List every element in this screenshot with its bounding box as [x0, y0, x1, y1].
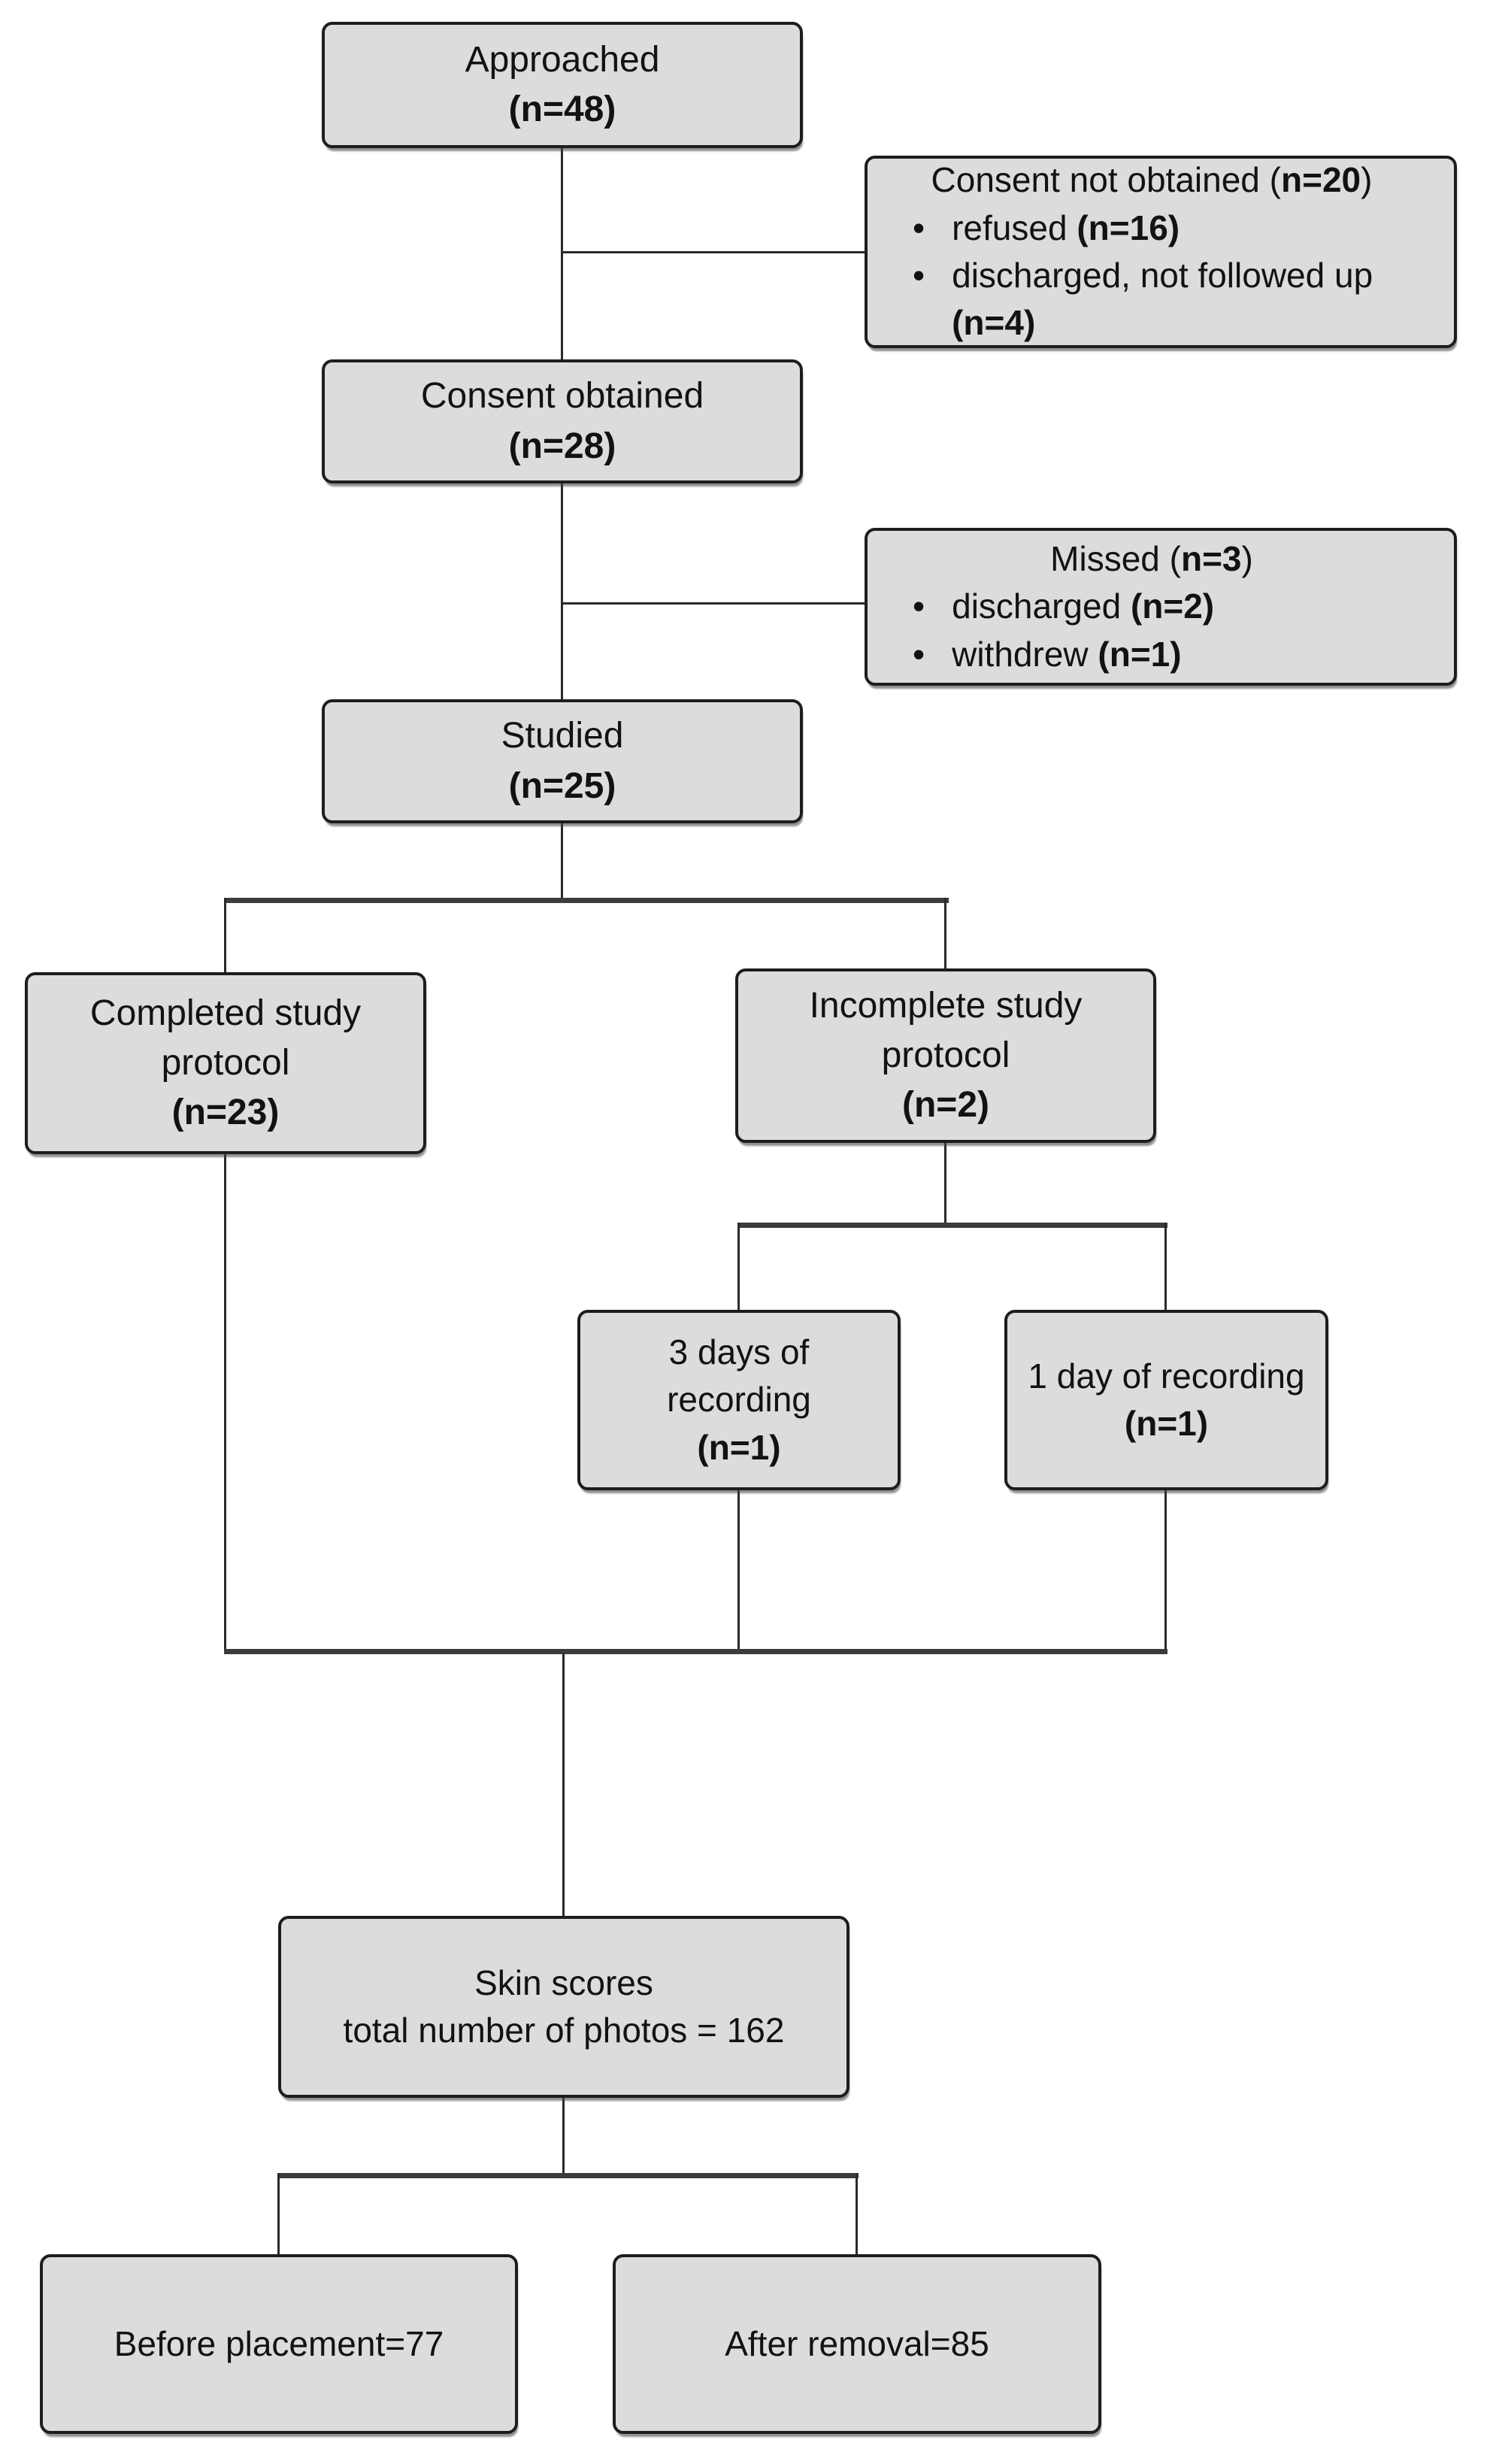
bullet-label: withdrew: [952, 634, 1098, 674]
title-count: n=3: [1180, 538, 1242, 578]
bullet-item-discharged: • discharged (n=2): [868, 583, 1436, 630]
bullet-dot-icon: •: [913, 208, 925, 247]
connector-incomplete-to-split: [944, 1143, 946, 1227]
connector-split-to-completed: [224, 898, 226, 972]
box-consent-obtained-title: Consent obtained: [420, 376, 704, 417]
connector-split-to-after: [856, 2173, 858, 2254]
bullet-count: (n=16): [1077, 208, 1180, 247]
box-completed-protocol-count: (n=23): [171, 1093, 280, 1133]
connector-branch-consent-not-obtained: [562, 251, 865, 253]
connector-studied-to-split: [561, 823, 563, 902]
box-incomplete-protocol-count: (n=2): [901, 1085, 989, 1126]
box-studied-title: Studied: [501, 716, 624, 756]
connector-one-day-to-merge: [1164, 1490, 1167, 1654]
box-missed: Missed (n=3) • discharged (n=2) • withdr…: [865, 528, 1457, 686]
box-missed-title: Missed (n=3): [868, 535, 1436, 583]
box-approached: Approached (n=48): [322, 22, 803, 148]
bullet-item-refused: • refused (n=16): [868, 205, 1436, 252]
bullet-count: (n=2): [1130, 586, 1215, 626]
connector-skin-scores-to-split: [562, 2098, 565, 2178]
box-consent-obtained-count: (n=28): [508, 426, 616, 466]
bullet-label: discharged, not followed up: [952, 256, 1373, 295]
box-studied-count: (n=25): [508, 765, 616, 806]
connector-split-to-incomplete: [944, 898, 946, 968]
title-close: ): [1361, 160, 1373, 200]
box-after-removal: After removal=85: [613, 2254, 1101, 2434]
bullet-count: (n=4): [952, 303, 1036, 343]
box-three-days-count: (n=1): [697, 1427, 781, 1467]
title-count: n=20: [1280, 160, 1361, 200]
bullet-dot-icon: •: [913, 634, 925, 674]
box-incomplete-protocol-title: Incomplete study protocol: [809, 985, 1083, 1075]
title-text: Consent not obtained (: [931, 160, 1281, 200]
connector-approached-to-consent: [561, 148, 563, 359]
connector-branch-missed: [562, 602, 865, 605]
connector-completed-to-merge: [224, 1154, 226, 1654]
bullet-dot-icon: •: [913, 586, 925, 626]
bullet-item-withdrew: • withdrew (n=1): [868, 631, 1436, 678]
box-consent-obtained: Consent obtained (n=28): [322, 359, 803, 483]
bullet-text: discharged, not followed up (n=4): [952, 252, 1436, 347]
box-skin-scores: Skin scores total number of photos = 162: [278, 1916, 849, 2098]
connector-split-to-one-day: [1164, 1223, 1167, 1310]
box-before-placement-title: Before placement=77: [114, 2323, 444, 2363]
bullet-text: refused (n=16): [952, 205, 1436, 252]
title-text: Missed (: [1050, 538, 1181, 578]
bullet-count: (n=1): [1098, 634, 1182, 674]
connector-split-to-three-days: [737, 1223, 740, 1310]
box-incomplete-protocol: Incomplete study protocol (n=2): [735, 968, 1156, 1143]
box-one-day-title: 1 day of recording: [1028, 1356, 1305, 1396]
box-approached-count: (n=48): [508, 89, 616, 129]
connector-three-days-to-merge: [737, 1490, 740, 1654]
box-studied: Studied (n=25): [322, 699, 803, 823]
box-consent-not-obtained-title: Consent not obtained (n=20): [868, 156, 1436, 204]
connector-merge-to-skin-scores: [562, 1653, 565, 1916]
connector-split-protocol: [224, 898, 949, 903]
box-skin-scores-line1: Skin scores: [474, 1962, 653, 2002]
box-three-days-title: 3 days of recording: [667, 1332, 811, 1420]
box-skin-scores-line2: total number of photos = 162: [343, 2011, 785, 2050]
bullet-dot-icon: •: [913, 256, 925, 295]
box-before-placement: Before placement=77: [40, 2254, 518, 2434]
box-one-day-count: (n=1): [1124, 1404, 1209, 1443]
title-close: ): [1241, 538, 1253, 578]
box-completed-protocol-title: Completed study protocol: [89, 993, 362, 1083]
box-approached-title: Approached: [465, 39, 660, 80]
box-after-removal-title: After removal=85: [725, 2323, 989, 2363]
connector-split-recording: [737, 1223, 1167, 1228]
bullet-label: discharged: [952, 586, 1131, 626]
box-consent-not-obtained: Consent not obtained (n=20) • refused (n…: [865, 156, 1457, 348]
box-completed-protocol: Completed study protocol (n=23): [25, 972, 426, 1154]
box-one-day-recording: 1 day of recording (n=1): [1004, 1310, 1328, 1490]
connector-split-photos: [277, 2173, 859, 2178]
connector-consent-to-studied: [561, 483, 563, 699]
bullet-text: withdrew (n=1): [952, 631, 1436, 678]
bullet-text: discharged (n=2): [952, 583, 1436, 630]
box-three-days-recording: 3 days of recording (n=1): [577, 1310, 901, 1490]
bullet-item-discharged-not-followed: • discharged, not followed up (n=4): [868, 252, 1436, 347]
connector-split-to-before: [277, 2173, 280, 2254]
connector-merge-bar: [224, 1649, 1167, 1654]
bullet-label: refused: [952, 208, 1077, 247]
